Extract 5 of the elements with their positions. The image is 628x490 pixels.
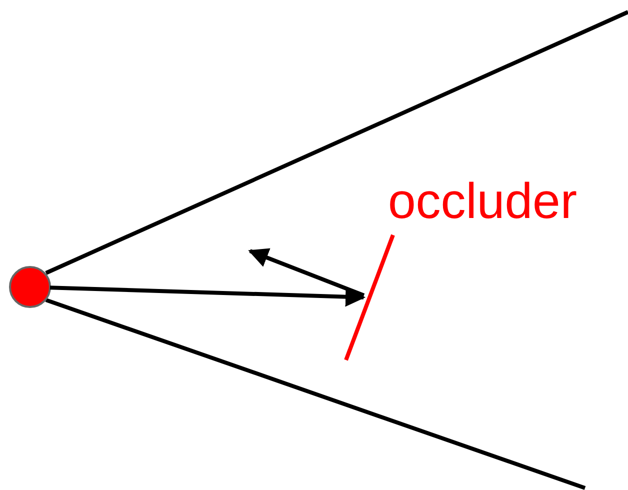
- arrow: [50, 286, 366, 307]
- light-source-dot: [9, 266, 51, 308]
- arrow: [248, 248, 365, 298]
- occluder-label: occluder: [388, 176, 577, 226]
- occluder-line: [344, 234, 395, 361]
